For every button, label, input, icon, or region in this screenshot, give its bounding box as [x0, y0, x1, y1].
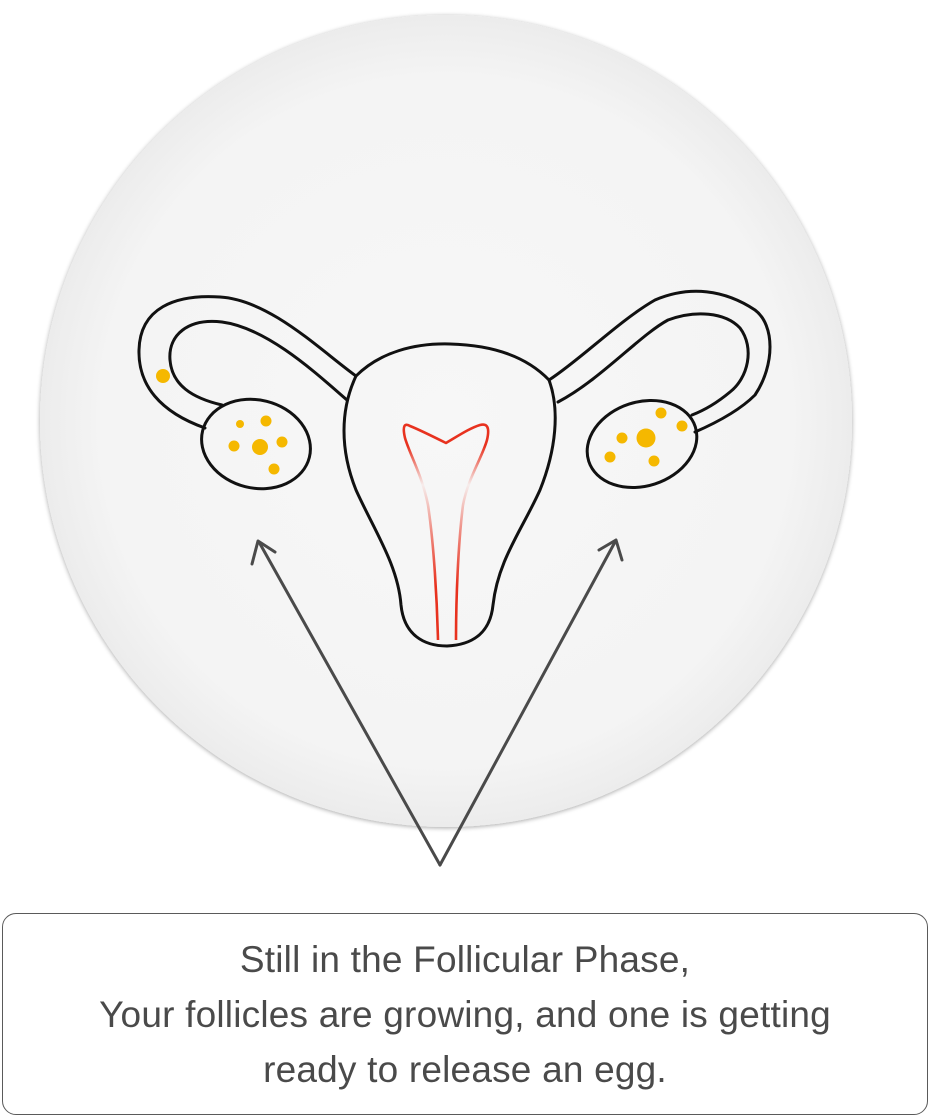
follicle	[655, 407, 667, 419]
caption-title: Still in the Follicular Phase,	[239, 938, 691, 980]
right-arrowhead	[597, 538, 624, 562]
right-fallopian-tube	[547, 289, 772, 434]
uterine-lining	[402, 423, 490, 641]
follicle	[260, 415, 272, 427]
follicle	[268, 463, 280, 475]
follicle	[156, 369, 170, 383]
right-pointer-arrow	[438, 540, 617, 867]
follicle	[252, 439, 268, 455]
follicle	[276, 436, 288, 448]
left-arrowhead	[250, 539, 277, 566]
follicle	[648, 455, 660, 467]
right-ovary	[585, 398, 699, 490]
follicle	[676, 420, 688, 432]
caption-box: Still in the Follicular Phase, Your foll…	[2, 913, 928, 1115]
uterus-body	[342, 342, 557, 648]
follicle	[228, 440, 240, 452]
left-fallopian-tube	[137, 295, 358, 430]
uterus-ovaries-icon	[137, 289, 772, 648]
caption-text-line: ready to release an egg.	[263, 1048, 667, 1090]
follicle	[604, 451, 616, 463]
follicle	[236, 420, 244, 428]
reproductive-system-illustration	[40, 15, 852, 867]
follicle	[616, 432, 628, 444]
arrow-up-icon	[250, 538, 624, 867]
background-circle	[40, 15, 852, 827]
left-pointer-arrow	[257, 540, 442, 867]
left-ovary	[200, 397, 312, 491]
follicle	[636, 428, 656, 448]
caption-text-line: Your follicles are growing, and one is g…	[99, 993, 831, 1035]
follicles	[156, 369, 688, 475]
